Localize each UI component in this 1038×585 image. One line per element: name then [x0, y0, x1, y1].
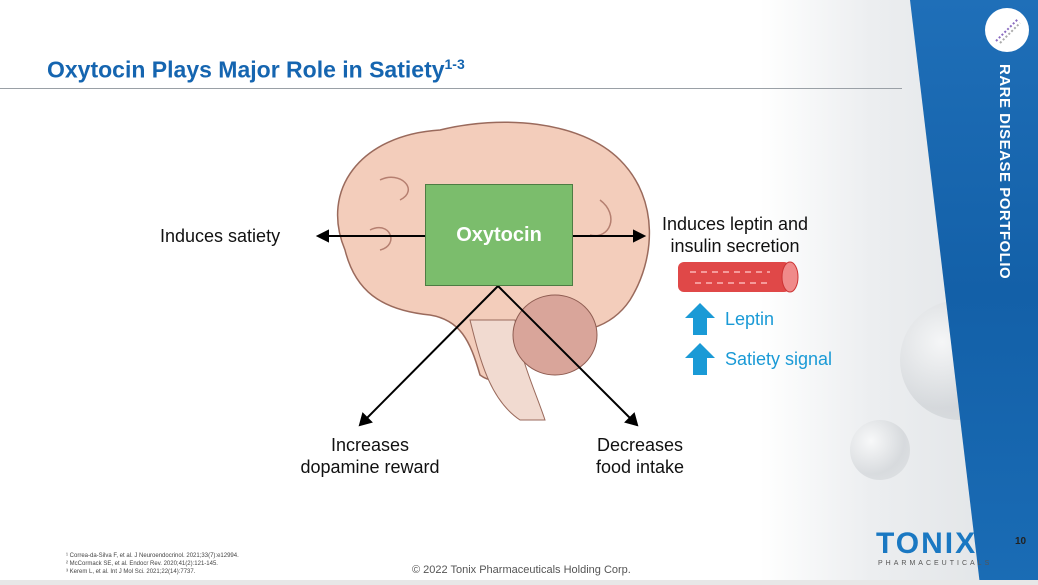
side-label: RARE DISEASE PORTFOLIO — [996, 64, 1013, 280]
bottom-bar — [0, 580, 1038, 585]
reference-item: ² McCormack SE, et al. Endocr Rev. 2020;… — [66, 561, 218, 567]
leptin-label: Leptin — [725, 309, 775, 329]
arrow-bottom-left — [364, 285, 499, 421]
copyright: © 2022 Tonix Pharmaceuticals Holding Cor… — [412, 564, 631, 576]
oxytocin-box: Oxytocin — [425, 184, 573, 286]
tonix-logo: TONIX — [876, 527, 978, 560]
up-arrow-icon — [685, 343, 715, 375]
satiety-signal-label: Satiety signal — [725, 349, 833, 369]
reference-item: ³ Kerem L, et al. Int J Mol Sci. 2021;22… — [66, 569, 196, 575]
references: ¹ Correa-da-Silva F, et al. J Neuroendoc… — [66, 552, 239, 576]
page-number: 10 — [1015, 536, 1027, 547]
label-induces-satiety: Induces satiety — [160, 226, 281, 246]
arrow-bottom-right — [497, 285, 633, 421]
dna-icon — [985, 8, 1029, 52]
molecule-bubble — [850, 420, 910, 480]
blood-vessel-icon — [678, 261, 799, 293]
up-arrow-icon — [685, 303, 715, 335]
title-divider — [0, 88, 902, 89]
tonix-logo-sub: PHARMACEUTICALS — [878, 560, 993, 567]
page-title: Oxytocin Plays Major Role in Satiety1-3 — [47, 56, 465, 83]
reference-item: ¹ Correa-da-Silva F, et al. J Neuroendoc… — [66, 553, 239, 559]
